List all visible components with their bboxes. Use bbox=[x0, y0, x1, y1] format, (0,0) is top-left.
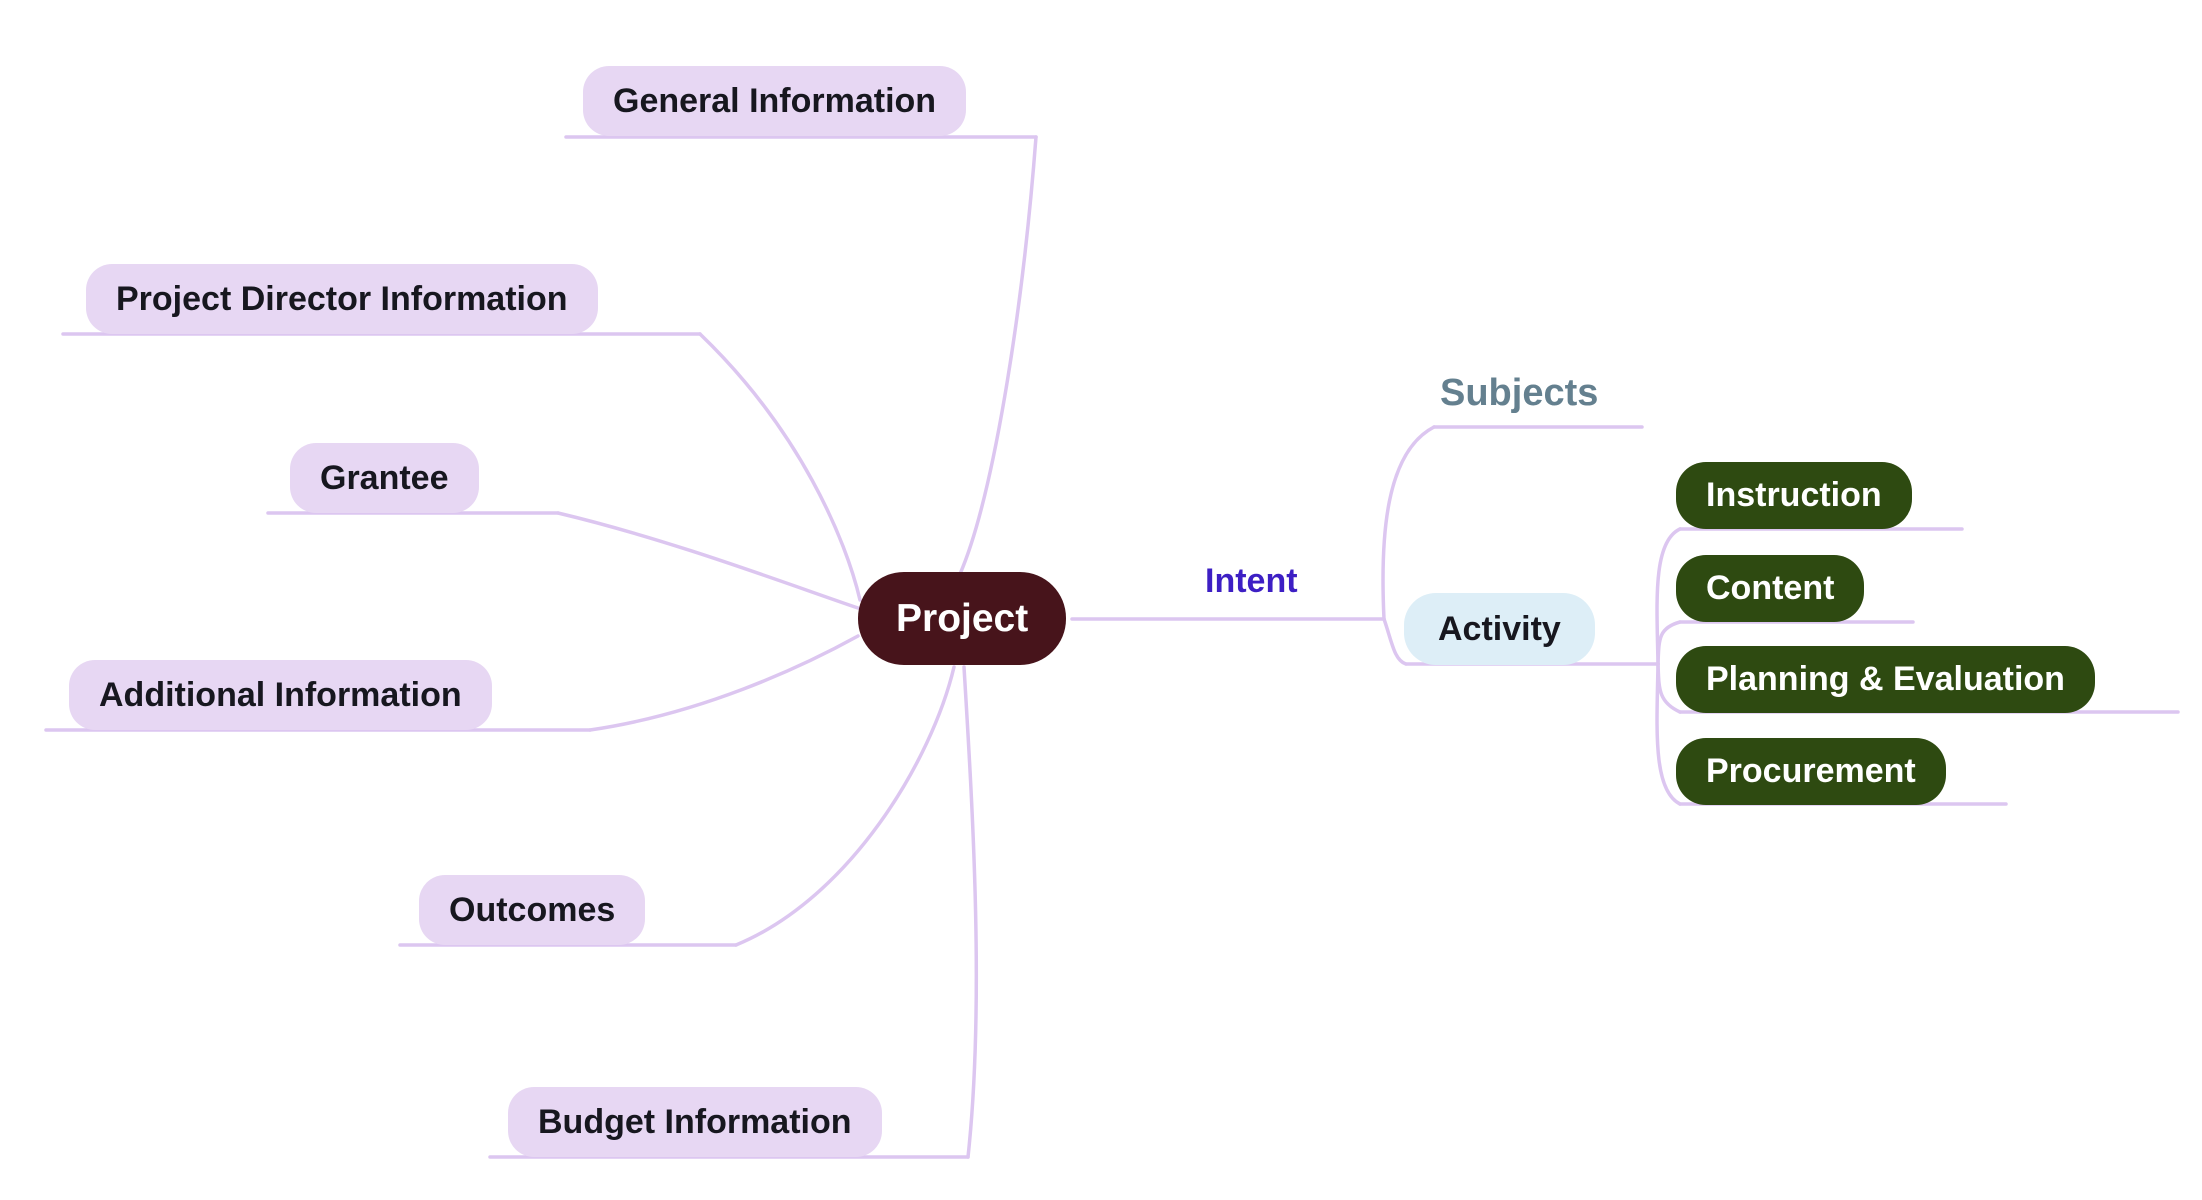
node-activity[interactable]: Activity bbox=[1404, 593, 1595, 665]
node-additional-information[interactable]: Additional Information bbox=[69, 660, 492, 730]
node-grantee[interactable]: Grantee bbox=[290, 443, 479, 513]
node-subjects[interactable]: Subjects bbox=[1440, 372, 1599, 414]
edge-curve-general bbox=[958, 135, 1038, 576]
edge-curve-budget bbox=[962, 665, 979, 1159]
node-planning-evaluation[interactable]: Planning & Evaluation bbox=[1676, 646, 2095, 713]
node-budget-information[interactable]: Budget Information bbox=[508, 1087, 882, 1157]
node-project-director-information[interactable]: Project Director Information bbox=[86, 264, 598, 334]
edge-curve-grantee bbox=[556, 511, 860, 610]
node-procurement[interactable]: Procurement bbox=[1676, 738, 1946, 805]
node-outcomes[interactable]: Outcomes bbox=[419, 875, 646, 945]
node-content[interactable]: Content bbox=[1676, 555, 1865, 622]
edge-curve-instruction bbox=[1655, 527, 1682, 666]
edge-curve-additional bbox=[588, 634, 860, 732]
edge-curve-content bbox=[1656, 620, 1682, 666]
intent-link-label: Intent bbox=[1205, 562, 1298, 600]
edge-curve-activity bbox=[1382, 617, 1408, 666]
edge-curve-subjects bbox=[1381, 425, 1436, 621]
edge-curve-outcomes bbox=[734, 665, 956, 947]
node-instruction[interactable]: Instruction bbox=[1676, 462, 1912, 529]
node-project-root[interactable]: Project bbox=[858, 572, 1067, 665]
edge-curve-procurement bbox=[1655, 662, 1682, 806]
edge-curve-director bbox=[698, 332, 862, 602]
node-general-information[interactable]: General Information bbox=[583, 66, 967, 136]
